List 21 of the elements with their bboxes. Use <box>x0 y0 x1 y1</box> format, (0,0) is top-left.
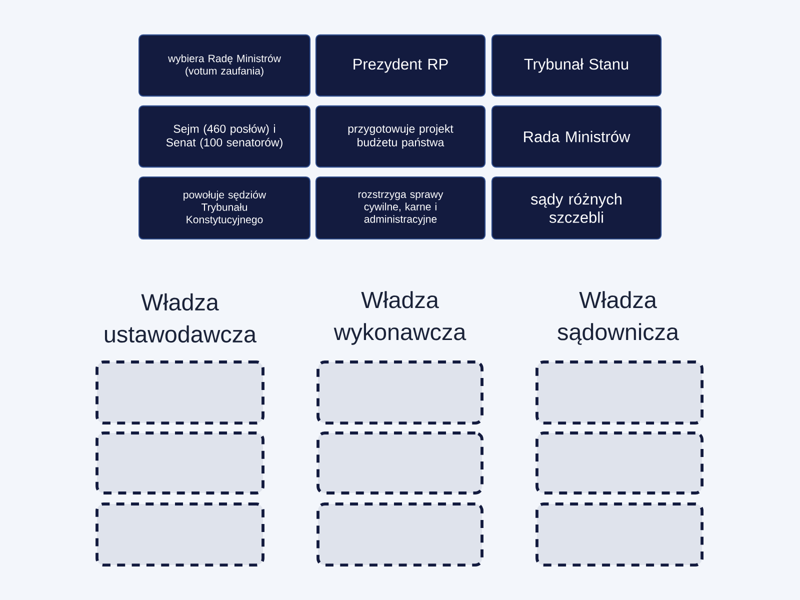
column-heading: Władza wykonawcza <box>334 291 466 345</box>
drop-box <box>536 360 704 424</box>
drop-box <box>316 360 484 424</box>
drop-box <box>96 360 264 424</box>
word-tile: rozstrzyga sprawy cywilne, karne i administracyjne <box>315 176 486 240</box>
word-tile: wybiera Radę Ministrów (votum zaufania) <box>138 34 310 97</box>
drop-box <box>96 502 264 566</box>
drop-box <box>536 502 704 566</box>
word-tile: Rada Ministrów <box>491 105 662 168</box>
column-heading: Władza sądownicza <box>558 291 679 345</box>
word-tile: Prezydent RP <box>315 34 486 97</box>
column-heading: Władza ustawodawcza <box>104 293 256 343</box>
word-tile: Sejm (460 posłów) i Senat (100 senatorów) <box>138 105 310 168</box>
word-tile: powołuje sędziów Trybunału Konstytucyjnego <box>138 176 310 240</box>
word-tile: przygotowuje projekt budżetu państwa <box>315 105 486 168</box>
drop-box <box>96 432 264 494</box>
drop-box <box>316 502 484 566</box>
drop-box <box>536 432 704 494</box>
word-tile: sądy różnych szczebli <box>491 176 662 240</box>
drop-box <box>316 432 484 494</box>
word-tile: Trybunał Stanu <box>491 34 662 97</box>
